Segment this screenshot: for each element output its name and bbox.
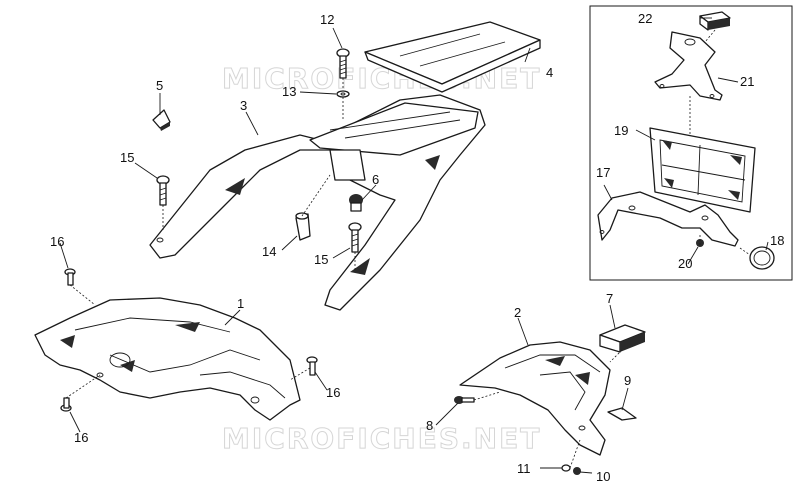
- callout-22: 22: [638, 11, 652, 26]
- callout-1: 1: [237, 296, 244, 311]
- callout-7: 7: [606, 291, 613, 306]
- part-6-grommet[interactable]: [349, 194, 363, 212]
- part-16-screw-c[interactable]: [60, 397, 72, 412]
- part-11-washer[interactable]: [561, 464, 571, 472]
- part-3-rear-frame[interactable]: [149, 94, 486, 311]
- callout-8: 8: [426, 418, 433, 433]
- part-16-screw-b[interactable]: [306, 356, 318, 376]
- callout-18: 18: [770, 233, 784, 248]
- part-8-screw[interactable]: [454, 396, 475, 404]
- callout-20: 20: [678, 256, 692, 271]
- callout-labels: 12 13 4 5 3 15 6 14 15 16 1 16 16 2 7 8 …: [50, 11, 784, 484]
- part-5-cap[interactable]: [152, 109, 171, 131]
- assembly-lines: [65, 29, 751, 469]
- inset-frame: [589, 5, 793, 281]
- callout-14: 14: [262, 244, 276, 259]
- callout-12: 12: [320, 12, 334, 27]
- callout-9: 9: [624, 373, 631, 388]
- callout-16-a: 16: [50, 234, 64, 249]
- part-22-block[interactable]: [699, 11, 731, 31]
- part-7-reflector[interactable]: [599, 324, 646, 353]
- part-14-spacer[interactable]: [295, 212, 311, 241]
- callout-19: 19: [614, 123, 628, 138]
- callout-17: 17: [596, 165, 610, 180]
- part-13-washer[interactable]: [336, 90, 350, 98]
- part-17-plate-holder[interactable]: [597, 191, 739, 247]
- callout-16-b: 16: [326, 385, 340, 400]
- callout-15-upper: 15: [120, 150, 134, 165]
- part-15-bolt-lower[interactable]: [348, 222, 362, 253]
- part-19-license-plate[interactable]: [649, 127, 756, 213]
- watermark-bottom: MICROFICHES.NET: [222, 422, 541, 455]
- callout-11: 11: [517, 461, 531, 476]
- part-15-bolt-upper[interactable]: [156, 175, 170, 206]
- callout-15-lower: 15: [314, 252, 328, 267]
- part-21-bracket[interactable]: [654, 31, 723, 101]
- callout-3: 3: [240, 98, 247, 113]
- callout-2: 2: [514, 305, 521, 320]
- leader-lines: [59, 17, 769, 474]
- part-4-rack-cover[interactable]: [364, 21, 541, 93]
- part-2-rear-fender[interactable]: [459, 341, 611, 456]
- callout-5: 5: [156, 78, 163, 93]
- part-9-clip[interactable]: [607, 407, 637, 421]
- part-1-undertray[interactable]: [34, 297, 301, 421]
- part-10-nut[interactable]: [573, 467, 581, 475]
- callout-10: 10: [596, 469, 610, 484]
- part-16-screw-a[interactable]: [64, 268, 76, 286]
- callout-21: 21: [740, 74, 754, 89]
- callout-16-c: 16: [74, 430, 88, 445]
- callout-13: 13: [282, 84, 296, 99]
- part-18-cap[interactable]: [749, 246, 775, 270]
- callout-6: 6: [372, 172, 379, 187]
- callout-4: 4: [546, 65, 553, 80]
